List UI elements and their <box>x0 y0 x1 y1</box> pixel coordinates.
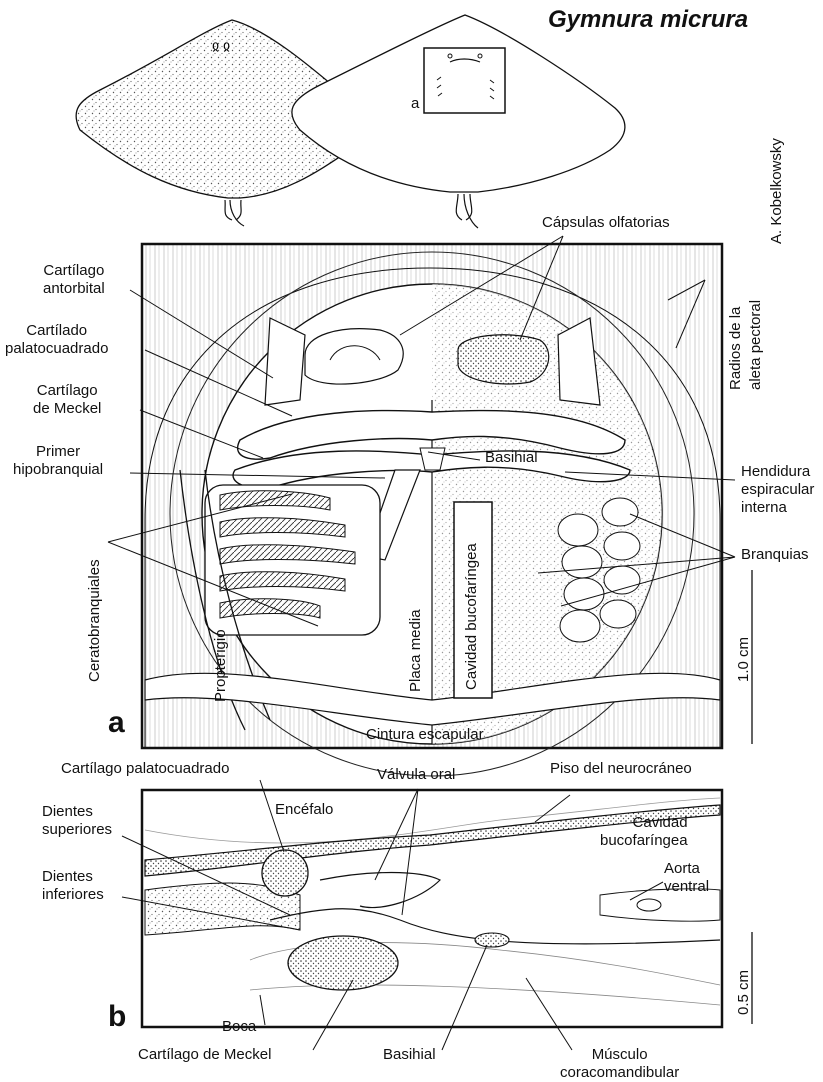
label-cavidad-bucofaringea-a: Cavidad bucofaríngea <box>463 543 480 690</box>
label-cavidad-bucofaringea-b: Cavidad bucofaríngea <box>600 814 688 850</box>
label-capsulas-olfatorias: Cápsulas olfatorias <box>542 214 670 232</box>
label-cartilago-antorbital: Cartílago antorbital <box>43 262 105 298</box>
ray-ventral-illustration <box>292 15 625 228</box>
label-cartilago-meckel: Cartílago de Meckel <box>33 382 101 418</box>
inset-marker: a <box>411 95 419 113</box>
scale-bar-a-label: 1.0 cm <box>735 637 752 682</box>
svg-text:ჲ ჲ: ჲ ჲ <box>212 37 230 53</box>
label-cintura-escapular: Cintura escapular <box>366 726 484 744</box>
panel-a-frame <box>142 244 752 776</box>
label-hendidura-espiracular: Hendidura espiracular interna <box>741 463 814 517</box>
label-encefalo: Encéfalo <box>275 801 333 819</box>
label-basihial-a: Basihial <box>485 449 538 467</box>
species-title: Gymnura micrura <box>548 6 748 34</box>
label-ceratobranquiales: Ceratobranquiales <box>86 559 103 682</box>
label-basihial-b: Basihial <box>383 1046 436 1064</box>
scale-bar-b-label: 0.5 cm <box>735 970 752 1015</box>
label-cartilado-palatocuadrado: Cartílado palatocuadrado <box>5 322 108 358</box>
label-piso-neurocraneo: Piso del neurocráneo <box>550 760 692 778</box>
author-credit: A. Kobelkowsky <box>768 138 785 244</box>
label-dientes-inferiores: Dientes inferiores <box>42 868 104 904</box>
label-primer-hipobranquial: Primer hipobranquial <box>13 443 103 479</box>
label-musculo-coracomandibular: Músculo coracomandibular <box>560 1046 679 1082</box>
label-cartilago-palatocuadrado-b: Cartílago palatocuadrado <box>61 760 229 778</box>
label-placa-media: Placa media <box>407 609 424 692</box>
panel-a-letter: a <box>108 706 125 740</box>
label-cartilago-meckel-b: Cartílago de Meckel <box>138 1046 271 1064</box>
label-propterigio: Propterigio <box>212 629 229 702</box>
label-aorta-ventral: Aorta ventral <box>664 860 709 896</box>
panel-b-letter: b <box>108 1000 126 1034</box>
label-boca: Boca <box>222 1018 256 1036</box>
label-branquias: Branquias <box>741 546 809 564</box>
label-dientes-superiores: Dientes superiores <box>42 803 112 839</box>
label-radios-aleta-pectoral: Radios de la aleta pectoral <box>726 300 766 390</box>
label-valvula-oral: Válvula oral <box>377 766 455 784</box>
